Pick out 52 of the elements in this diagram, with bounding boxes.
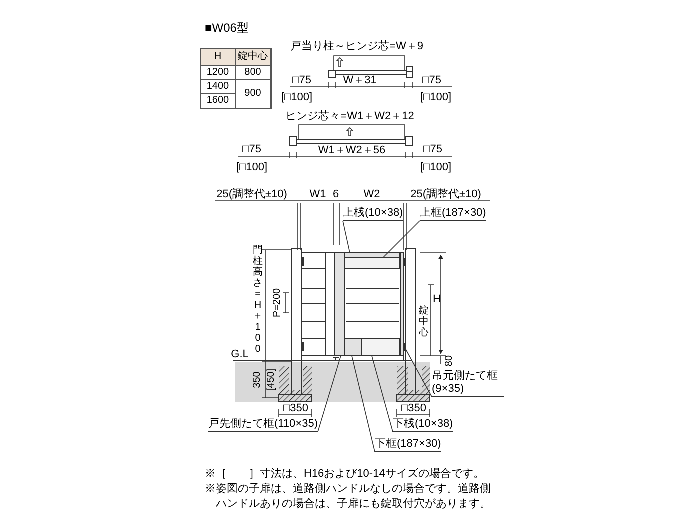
dimension-label: H — [433, 294, 441, 306]
dimension-label: [□100] — [236, 162, 268, 174]
table-cell: 1600 — [201, 94, 236, 108]
table-cell: 900 — [236, 80, 271, 108]
dimension-label: G.L — [231, 350, 249, 360]
part-callout: 上桟(10×38) — [343, 207, 404, 221]
gate-panel — [344, 258, 400, 270]
dimension-label: W2 — [364, 190, 380, 200]
dimension-label: W1＋W2＋56 — [318, 146, 386, 156]
part-callout: 下桟(10×38) — [393, 418, 454, 432]
dimension-label: 門柱高さ=H＋100 — [253, 245, 263, 355]
dimension-label: W＋31 — [343, 76, 377, 86]
dimension-label: ヒンジ芯々=W1＋W2＋12 — [286, 112, 414, 122]
dimension-label: 25(調整代±10) — [216, 190, 288, 200]
dimension-label: [□100] — [281, 92, 313, 104]
part-callout: 戸先側たて框(110×35) — [208, 418, 318, 432]
leader-line — [352, 356, 376, 452]
note-text: ※姿図の子扉は、道路側ハンドルなしの場合です。道路側ハンドルありの場合は、子扉にも錠取付穴があります。 — [205, 482, 492, 512]
dimension-label: 25(調整代±10) — [410, 190, 482, 200]
dimension-label: [□100] — [420, 92, 452, 104]
note-text: ※［ ］寸法は、H16および10-14サイズの場合です。 — [205, 467, 486, 482]
dimension-label: [450] — [267, 368, 277, 392]
table-cell: 1400 — [201, 80, 236, 94]
leader-line — [372, 356, 394, 432]
table-header-cell: 錠中心 — [236, 49, 271, 66]
dimension-label: 6 — [332, 190, 340, 200]
table-cell: 800 — [236, 66, 271, 80]
dimension-label: □350 — [402, 404, 426, 414]
dimension-label: 錠中心 — [419, 306, 429, 338]
diagram-title: ■W06型 — [205, 22, 249, 34]
leader-line — [382, 220, 420, 258]
part-callout: 吊元側たて框(9×35) — [432, 370, 504, 397]
dimension-label: 350 — [253, 372, 263, 388]
dimension-label: 戸当り柱～ヒンジ芯=W＋9 — [290, 42, 424, 52]
dimension-label: □75 — [424, 144, 442, 156]
gate-rail — [334, 252, 346, 356]
dimension-label: □75 — [242, 144, 262, 156]
table-cell: 1200 — [201, 66, 236, 80]
part-callout: 上框(187×30) — [420, 207, 486, 221]
leader-line — [318, 356, 342, 432]
dimension-label: P=200 — [273, 288, 283, 318]
table-header-cell: H — [201, 49, 236, 66]
dimension-label: W1 — [310, 190, 326, 200]
gate-rail — [400, 252, 404, 356]
gate-panel — [362, 338, 400, 356]
dimension-label: [□100] — [420, 162, 452, 174]
leader-line — [342, 220, 350, 254]
dimension-label: □75 — [292, 76, 312, 86]
part-callout: 下框(187×30) — [375, 438, 442, 452]
dimension-label: 80 — [445, 355, 455, 367]
dimension-label: □350 — [284, 404, 308, 414]
dimension-label: □75 — [422, 76, 442, 86]
